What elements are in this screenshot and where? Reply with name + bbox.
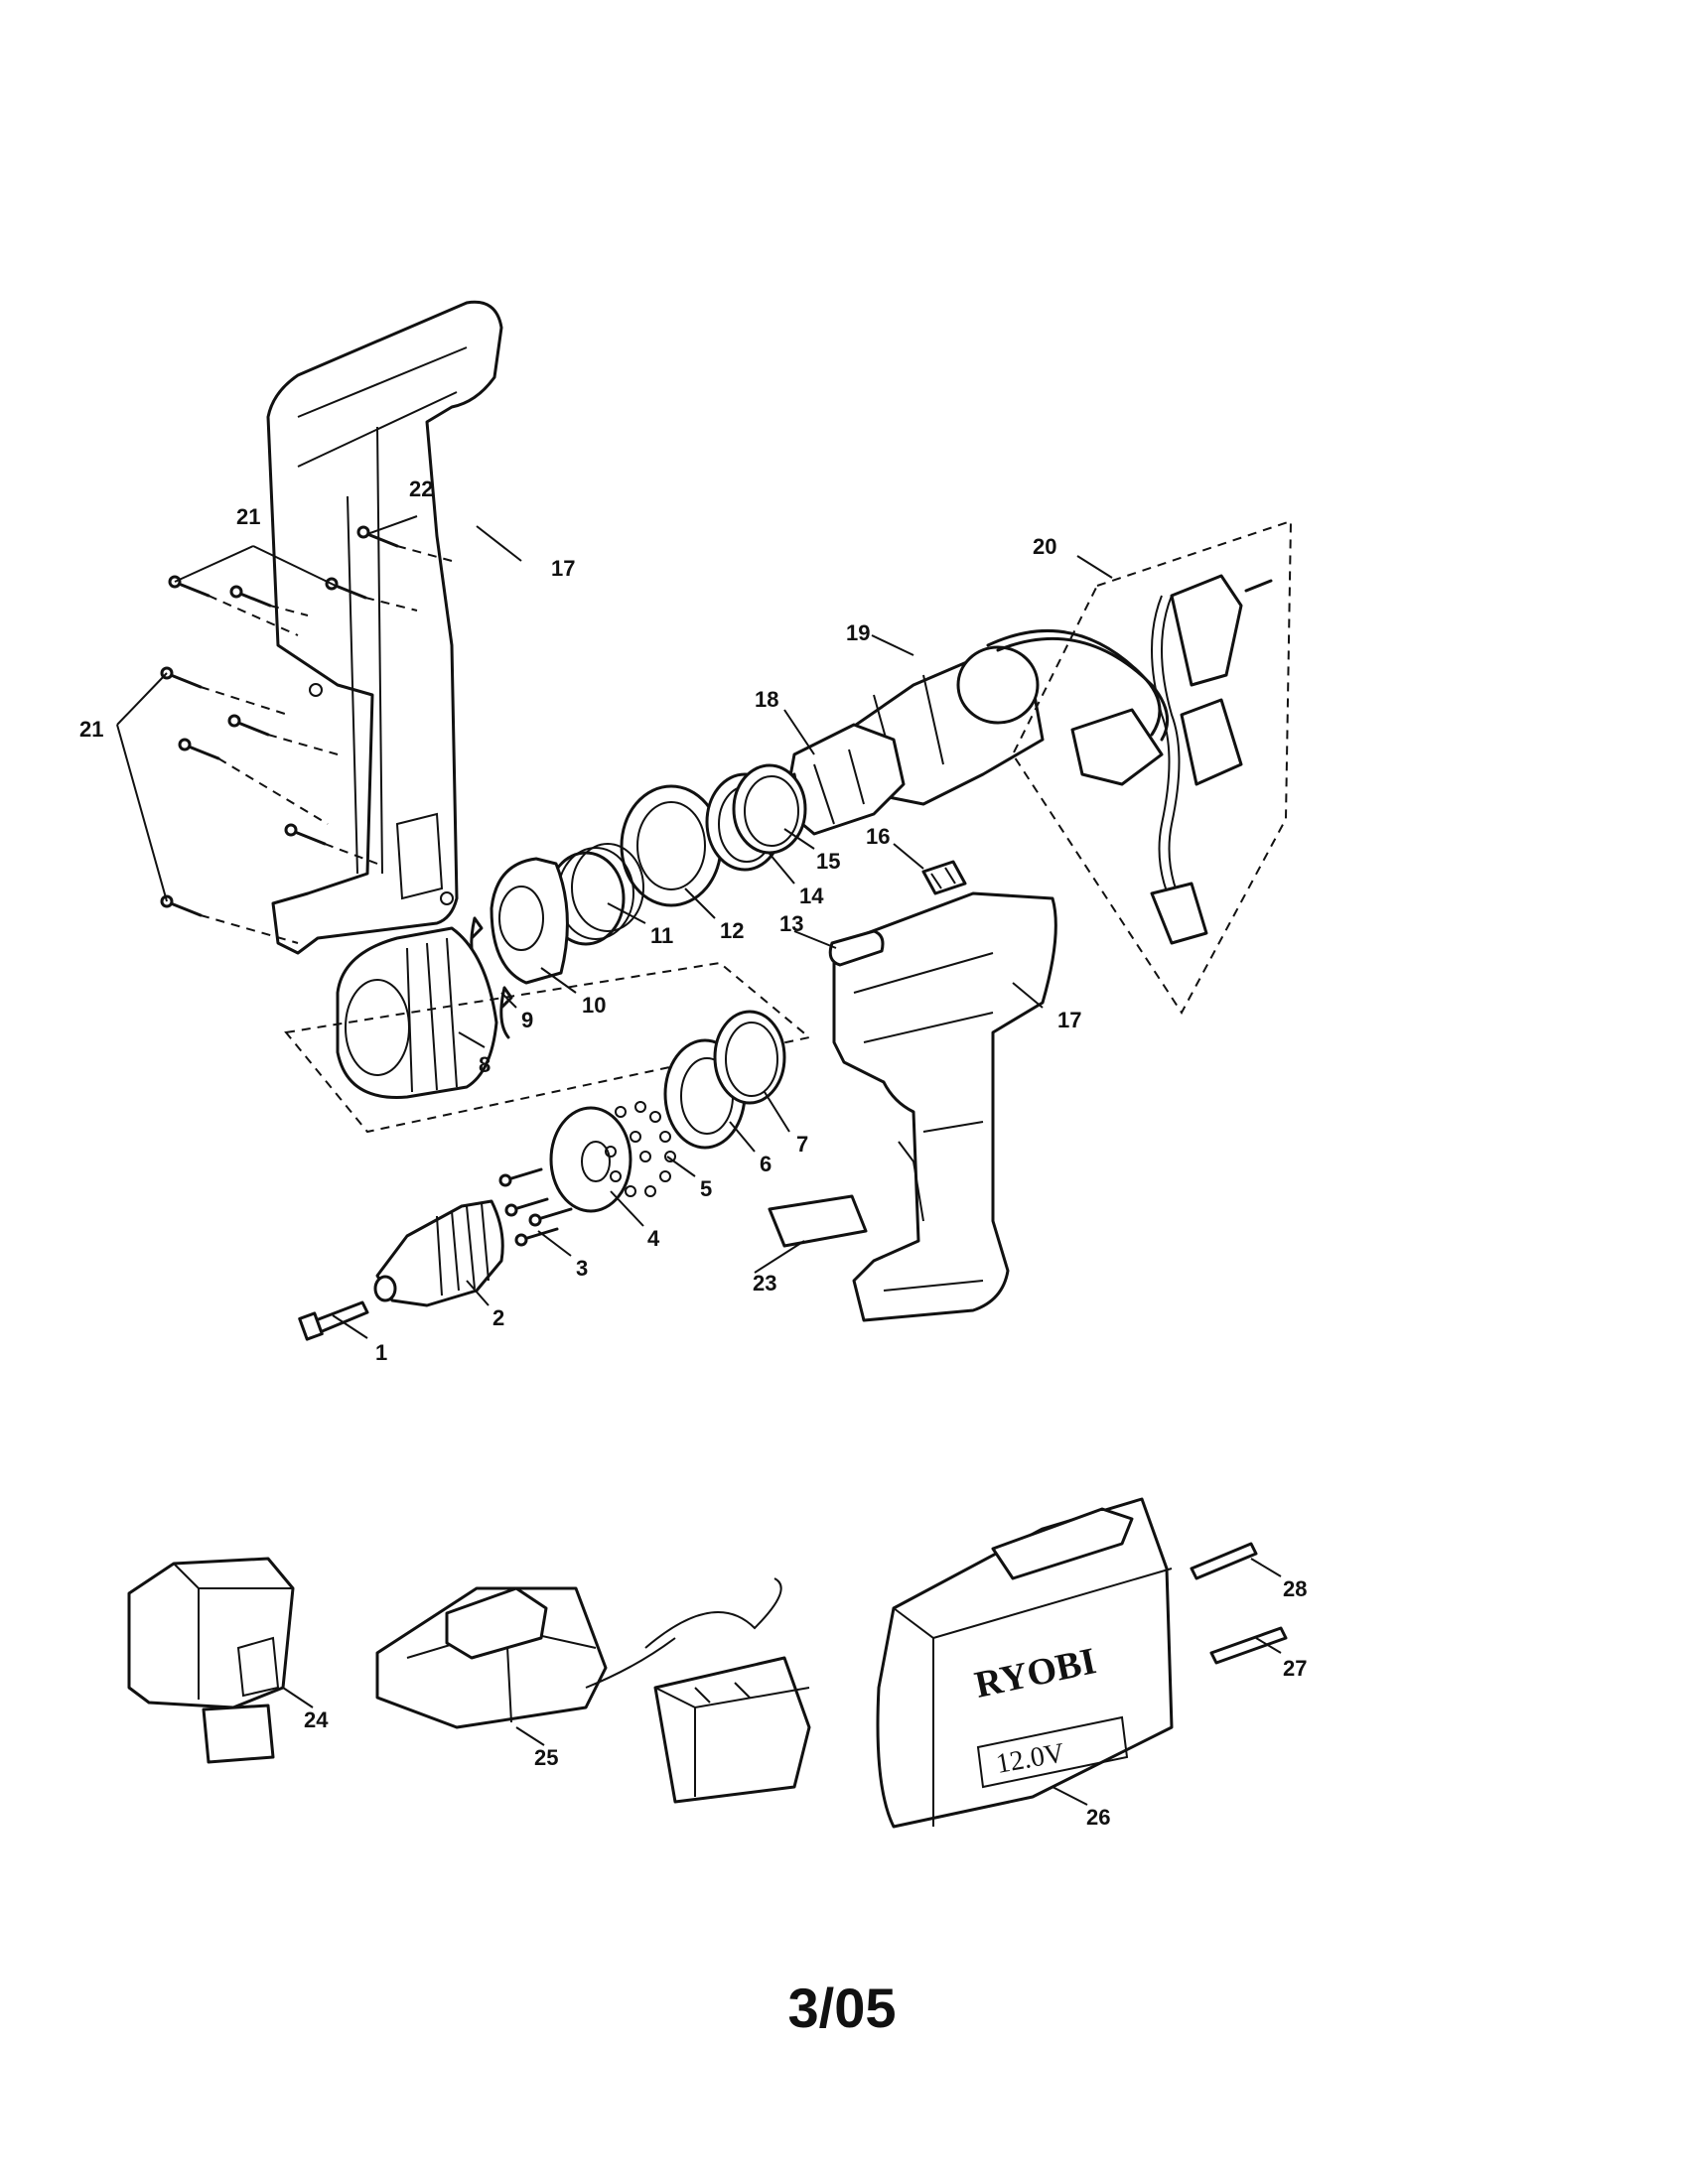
screw <box>178 738 220 760</box>
callout-1: 1 <box>375 1340 387 1365</box>
callout-21-top: 21 <box>236 504 260 529</box>
clutch-housing-10 <box>490 857 569 985</box>
callout-15: 15 <box>816 849 840 874</box>
charger-25 <box>375 1586 676 1729</box>
drill-chuck-2 <box>373 1199 504 1307</box>
callout-28: 28 <box>1283 1576 1307 1601</box>
callout-4: 4 <box>647 1226 660 1251</box>
callout-26: 26 <box>1086 1805 1110 1830</box>
callout-14: 14 <box>799 884 824 908</box>
callout-11: 11 <box>650 923 673 948</box>
callout-25: 25 <box>534 1745 558 1770</box>
right-housing-half <box>832 891 1057 1322</box>
screw <box>284 823 327 846</box>
screw <box>160 666 203 689</box>
chuck-screw-1 <box>298 1300 369 1341</box>
washer-7 <box>713 1010 786 1105</box>
housing-screws <box>160 525 453 944</box>
callout-27: 27 <box>1283 1656 1307 1681</box>
callout-17-right-housing: 17 <box>1057 1008 1081 1032</box>
clutch-balls-5 <box>605 1101 676 1197</box>
callout-19: 19 <box>846 620 870 645</box>
pin-13 <box>828 929 885 967</box>
switch-harness <box>1011 519 1293 1015</box>
screw <box>160 894 203 917</box>
callout-9: 9 <box>521 1008 533 1032</box>
clutch-collar-8 <box>336 926 498 1099</box>
callout-8: 8 <box>479 1052 491 1077</box>
block-23 <box>768 1194 868 1248</box>
callout-18: 18 <box>755 687 778 712</box>
callout-3: 3 <box>576 1256 588 1281</box>
page-date-code: 3/05 <box>787 1977 897 2039</box>
callout-12: 12 <box>720 918 744 943</box>
callout-16: 16 <box>866 824 890 849</box>
callout-24: 24 <box>304 1707 329 1732</box>
ring-gear-12 <box>620 784 723 907</box>
callout-6: 6 <box>760 1152 772 1176</box>
callout-labels: 1 2 3 4 5 6 7 8 9 10 11 12 13 14 15 16 1… <box>79 477 1307 1830</box>
screwdriver-bit-28 <box>1190 1542 1258 1580</box>
callout-13: 13 <box>779 911 803 936</box>
callout-20: 20 <box>1033 534 1056 559</box>
callout-23: 23 <box>753 1271 776 1296</box>
leader-lines <box>116 515 1282 1806</box>
left-housing-half <box>266 300 503 955</box>
callout-2: 2 <box>492 1305 504 1330</box>
ac-adapter <box>644 1577 811 1804</box>
washer-15 <box>732 763 807 855</box>
screw <box>229 585 272 608</box>
screwdriver-bit-27 <box>1209 1626 1288 1665</box>
clutch-group-box <box>284 961 812 1134</box>
carrying-case-26: RYOBI 12.0V <box>876 1497 1174 1829</box>
battery-pack-24 <box>127 1557 295 1764</box>
callout-17-left-housing: 17 <box>551 556 575 581</box>
screw <box>356 525 399 548</box>
screw <box>168 575 210 598</box>
screw <box>227 714 270 737</box>
clutch-plate-4 <box>549 1106 632 1213</box>
callout-22: 22 <box>409 477 433 501</box>
callout-21-left: 21 <box>79 717 103 742</box>
callout-7: 7 <box>796 1132 808 1157</box>
clip-16 <box>921 860 967 895</box>
screw <box>325 577 367 600</box>
callout-10: 10 <box>582 993 606 1018</box>
callout-5: 5 <box>700 1176 712 1201</box>
